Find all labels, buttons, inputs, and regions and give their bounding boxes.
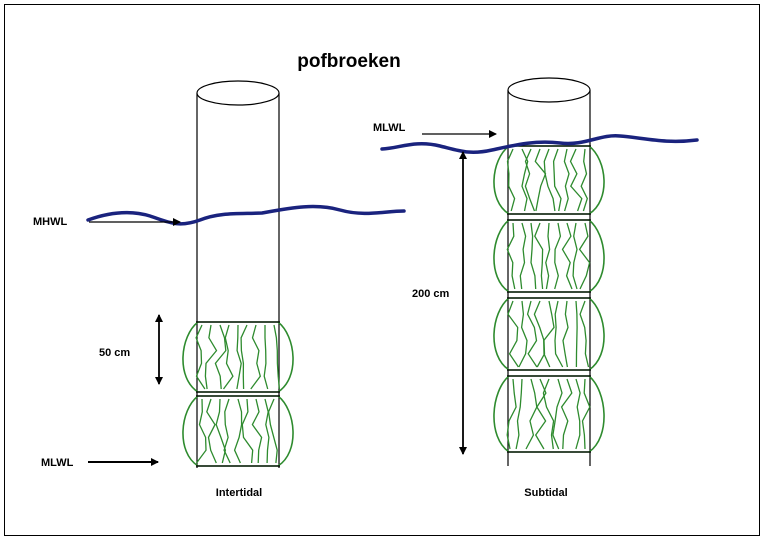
right-water-line [380,134,699,154]
mussel-bag [182,321,294,393]
left-pole [196,80,280,468]
left-mlwl-label: MLWL [41,457,74,469]
left-mussel-bags [182,321,294,467]
mussel-bag [493,145,605,215]
diagram-frame [4,4,760,536]
diagram-title: pofbroeken [297,51,400,72]
mussel-bag [493,297,605,371]
mussel-bag [182,395,294,467]
mussel-bag [493,375,605,453]
left-panel: MHWL 50 cm MLWL Intertidal [33,80,406,499]
right-panel: MLWL 200 cm Subtidal [373,77,699,499]
mussel-bag [493,219,605,293]
subtidal-caption: Subtidal [524,487,567,499]
mhwl-label: MHWL [33,216,67,228]
dimension-200cm-label: 200 cm [412,288,450,300]
left-water-line [86,204,406,226]
intertidal-caption: Intertidal [216,487,262,499]
right-pole [507,77,591,466]
right-mlwl-label: MLWL [373,122,406,134]
right-mussel-bags [493,145,605,453]
dimension-50cm-label: 50 cm [99,347,130,359]
